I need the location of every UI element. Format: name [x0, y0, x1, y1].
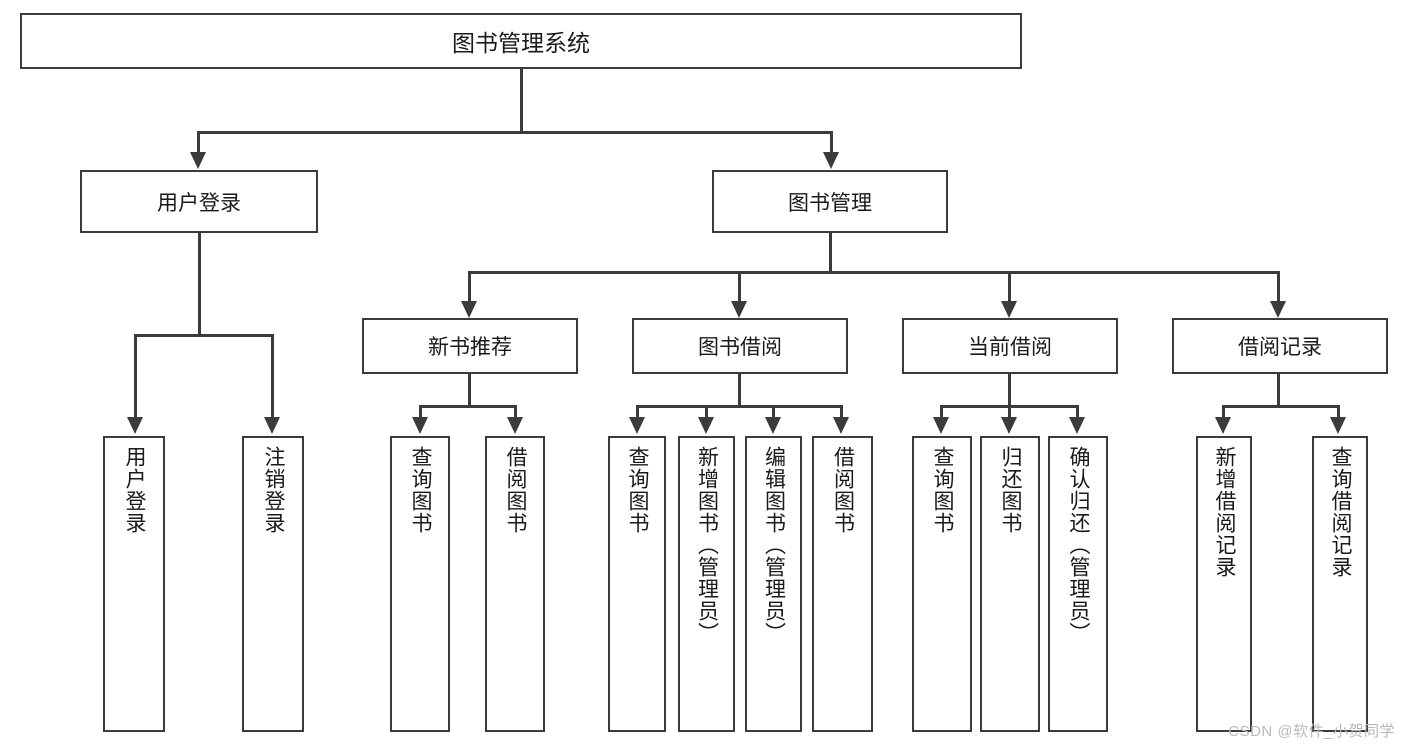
arrowhead-new-books-to-leaf-2: [507, 417, 523, 434]
leaf-query-books-current[interactable]: 查询图书: [912, 436, 972, 732]
leaf-query-books-borrow[interactable]: 查询图书: [608, 436, 666, 732]
leaf-label: 借阅图书: [504, 446, 528, 534]
arrowhead-borrow-to-leaf-2: [698, 417, 714, 434]
edge-borrow-stem: [738, 374, 741, 408]
leaf-label: 用户登录: [123, 446, 147, 534]
edge-book-mgmt-to-new-books: [468, 271, 471, 303]
leaf-edit-book-admin[interactable]: 编辑图书（管理员）: [745, 436, 802, 732]
leaf-label: 查询图书: [931, 446, 955, 534]
edge-user-login-to-leaf-2: [271, 334, 274, 419]
edge-new-books-to-leaf-1: [419, 405, 422, 419]
edge-root-bus: [197, 131, 833, 134]
leaf-label: 确认归还（管理员）: [1067, 446, 1091, 644]
leaf-query-borrow-record[interactable]: 查询借阅记录: [1312, 436, 1368, 732]
node-current-borrow[interactable]: 当前借阅: [902, 318, 1118, 374]
node-label: 用户登录: [157, 191, 241, 215]
arrowhead-borrow-to-leaf-4: [833, 417, 849, 434]
arrowhead-current-borrow-to-leaf-3: [1069, 417, 1085, 434]
edge-records-bus: [1222, 405, 1340, 408]
leaf-add-book-admin[interactable]: 新增图书（管理员）: [678, 436, 735, 732]
arrowhead-user-login-to-leaf-1: [127, 417, 143, 434]
edge-new-books-stem: [468, 374, 471, 408]
arrowhead-book-mgmt-to-records: [1270, 301, 1286, 318]
edge-records-to-leaf-2: [1337, 405, 1340, 419]
arrowhead-records-to-leaf-2: [1330, 417, 1346, 434]
arrowhead-new-books-to-leaf-1: [412, 417, 428, 434]
leaf-label: 查询图书: [409, 446, 433, 534]
leaf-label: 查询图书: [626, 446, 650, 534]
edge-user-login-stem: [198, 233, 201, 336]
leaf-confirm-return-admin[interactable]: 确认归还（管理员）: [1048, 436, 1108, 732]
edge-book-mgmt-to-records: [1277, 271, 1280, 303]
edge-book-mgmt-bus: [468, 271, 1278, 274]
arrowhead-current-borrow-to-leaf-2: [1001, 417, 1017, 434]
leaf-return-books[interactable]: 归还图书: [980, 436, 1040, 732]
edge-user-login-bus: [134, 334, 274, 337]
leaf-borrow-books[interactable]: 借阅图书: [812, 436, 873, 732]
leaf-label: 编辑图书（管理员）: [762, 446, 786, 644]
leaf-label: 注销登录: [262, 446, 286, 534]
node-root-system[interactable]: 图书管理系统: [20, 13, 1022, 69]
arrowhead-borrow-to-leaf-3: [765, 417, 781, 434]
leaf-logout[interactable]: 注销登录: [242, 436, 304, 732]
leaf-user-login[interactable]: 用户登录: [103, 436, 165, 732]
arrowhead-borrow-to-leaf-1: [629, 417, 645, 434]
node-label: 新书推荐: [428, 336, 512, 359]
leaf-borrow-books-new[interactable]: 借阅图书: [485, 436, 545, 732]
leaf-add-borrow-record[interactable]: 新增借阅记录: [1196, 436, 1252, 732]
leaf-label: 新增借阅记录: [1213, 446, 1237, 578]
edge-records-stem: [1277, 374, 1280, 408]
node-label: 图书管理: [788, 191, 872, 215]
node-label: 借阅记录: [1238, 336, 1322, 359]
leaf-query-books-new[interactable]: 查询图书: [390, 436, 450, 732]
arrowhead-root-to-book-mgmt: [823, 152, 839, 169]
leaf-label: 新增图书（管理员）: [695, 446, 719, 644]
edge-current-borrow-to-leaf-1: [940, 405, 943, 419]
node-new-book-recommend[interactable]: 新书推荐: [362, 318, 578, 374]
edge-current-borrow-to-leaf-2: [1008, 405, 1011, 419]
node-label: 图书借阅: [698, 336, 782, 359]
edge-user-login-to-leaf-1: [134, 334, 137, 419]
edge-records-to-leaf-1: [1222, 405, 1225, 419]
leaf-label: 归还图书: [999, 446, 1023, 534]
node-label: 当前借阅: [968, 336, 1052, 359]
edge-new-books-to-leaf-2: [514, 405, 517, 419]
edge-borrow-to-leaf-4: [840, 405, 843, 419]
arrowhead-book-mgmt-to-current-borrow: [1001, 301, 1017, 318]
node-user-login[interactable]: 用户登录: [80, 170, 318, 233]
node-label: 图书管理系统: [452, 30, 590, 56]
edge-borrow-bus: [636, 405, 843, 408]
leaf-label: 借阅图书: [831, 446, 855, 534]
edge-borrow-to-leaf-2: [705, 405, 708, 419]
edge-book-mgmt-stem: [829, 233, 832, 273]
edge-borrow-to-leaf-3: [772, 405, 775, 419]
edge-borrow-to-leaf-1: [636, 405, 639, 419]
edge-root-to-user-login: [197, 131, 200, 155]
arrowhead-book-mgmt-to-borrow: [731, 301, 747, 318]
arrowhead-book-mgmt-to-new-books: [461, 301, 477, 318]
edge-current-borrow-stem: [1008, 374, 1011, 408]
edge-root-to-book-mgmt: [830, 131, 833, 155]
arrowhead-current-borrow-to-leaf-1: [933, 417, 949, 434]
arrowhead-root-to-user-login: [190, 152, 206, 169]
node-book-management[interactable]: 图书管理: [712, 170, 948, 233]
leaf-label: 查询借阅记录: [1329, 446, 1353, 578]
edge-root-stem: [520, 69, 523, 133]
edge-new-books-bus: [419, 405, 517, 408]
edge-book-mgmt-to-borrow: [738, 271, 741, 303]
arrowhead-records-to-leaf-1: [1215, 417, 1231, 434]
node-book-borrow[interactable]: 图书借阅: [632, 318, 848, 374]
edge-book-mgmt-to-current-borrow: [1008, 271, 1011, 303]
node-borrow-records[interactable]: 借阅记录: [1172, 318, 1388, 374]
arrowhead-user-login-to-leaf-2: [264, 417, 280, 434]
edge-current-borrow-to-leaf-3: [1076, 405, 1079, 419]
